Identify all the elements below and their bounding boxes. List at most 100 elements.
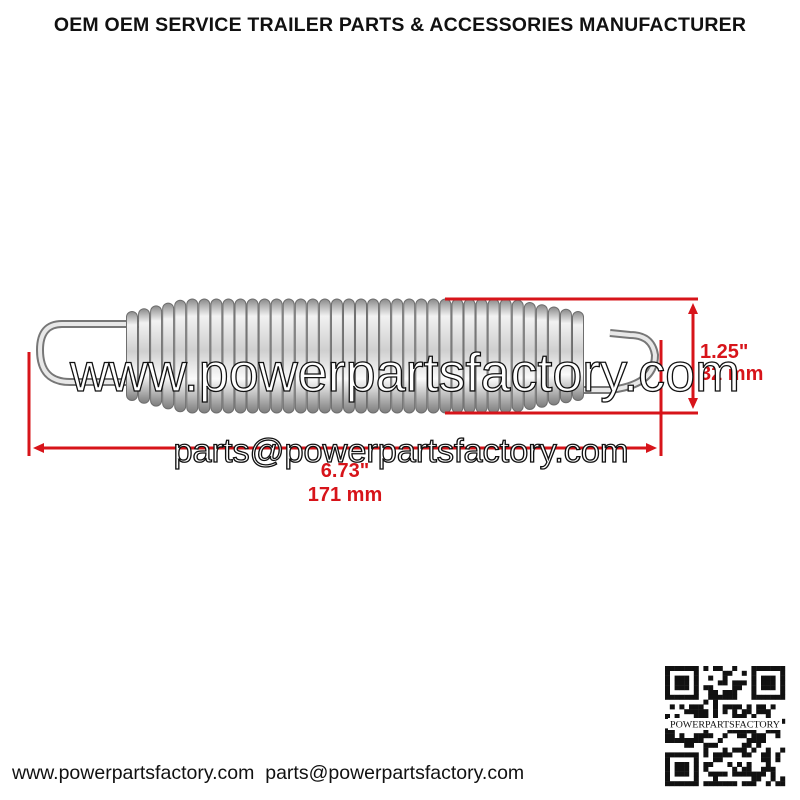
qr-module xyxy=(737,762,742,767)
qr-module xyxy=(693,680,699,686)
qr-module xyxy=(761,680,766,686)
qr-module xyxy=(746,704,752,710)
qr-module xyxy=(737,747,742,753)
qr-module xyxy=(669,704,675,710)
qr-module xyxy=(737,680,742,686)
qr-module xyxy=(775,757,781,763)
qr-module xyxy=(669,752,675,758)
spring-coil xyxy=(234,298,247,414)
qr-module xyxy=(708,771,714,777)
qr-module xyxy=(727,704,733,710)
qr-module xyxy=(684,738,690,743)
spring-coil xyxy=(559,308,572,404)
qr-module xyxy=(765,685,771,691)
qr-module xyxy=(741,709,747,715)
qr-module xyxy=(693,675,699,681)
qr-module xyxy=(679,738,685,743)
qr-module xyxy=(713,690,718,695)
qr-module xyxy=(732,680,738,686)
diameter-mm: 32 mm xyxy=(700,363,763,385)
qr-module xyxy=(679,733,685,739)
qr-module xyxy=(741,742,747,748)
qr-module xyxy=(756,733,762,739)
qr-module xyxy=(717,771,723,777)
qr-module xyxy=(703,714,709,719)
qr-module xyxy=(756,666,762,671)
qr-module xyxy=(684,766,690,772)
qr-module xyxy=(751,776,757,782)
qr-module xyxy=(689,781,694,787)
qr-module xyxy=(665,714,670,719)
qr-module xyxy=(693,714,699,719)
spring-coil xyxy=(355,298,368,414)
dimension-lines xyxy=(27,297,698,456)
qr-module xyxy=(765,694,771,700)
qr-module xyxy=(765,762,771,767)
qr-module xyxy=(780,680,786,686)
qr-module xyxy=(732,714,738,719)
qr-module xyxy=(713,694,718,700)
qr-module xyxy=(684,762,690,767)
qr-module xyxy=(698,714,704,719)
qr-module xyxy=(703,733,709,739)
qr-module xyxy=(770,776,776,782)
qr-module xyxy=(679,771,685,777)
qr-module xyxy=(703,685,709,691)
qr-module xyxy=(732,694,738,700)
qr-module xyxy=(684,742,690,748)
qr-module xyxy=(689,752,694,758)
qr-module xyxy=(722,752,728,758)
qr-module xyxy=(732,771,738,777)
qr-module xyxy=(761,666,766,671)
qr-module xyxy=(717,738,723,743)
qr-module xyxy=(737,685,742,691)
qr-module xyxy=(669,781,675,787)
qr-module xyxy=(770,666,776,671)
spring-coil xyxy=(367,298,380,414)
qr-module xyxy=(665,680,670,686)
spring-coil xyxy=(330,298,343,414)
qr-module xyxy=(665,766,670,772)
spring-coil xyxy=(427,298,440,414)
spring-coil xyxy=(535,304,548,408)
qr-module xyxy=(679,766,685,772)
qr-module xyxy=(751,685,757,691)
qr-module xyxy=(756,776,762,782)
qr-module xyxy=(727,728,733,734)
qr-module xyxy=(751,781,757,787)
qr-module xyxy=(741,728,747,734)
qr-module xyxy=(741,714,747,719)
qr-module xyxy=(775,694,781,700)
qr-module xyxy=(684,666,690,671)
qr-module xyxy=(713,699,718,705)
spring-coil xyxy=(126,311,138,401)
footer-email: parts@powerpartsfactory.com xyxy=(265,762,525,784)
qr-module xyxy=(770,685,776,691)
qr-module xyxy=(746,738,752,743)
spring-coil xyxy=(318,298,331,414)
qr-module xyxy=(722,733,728,739)
qr-module xyxy=(693,762,699,767)
spring-coil xyxy=(403,298,416,414)
qr-module xyxy=(770,694,776,700)
qr-module xyxy=(665,757,670,763)
qr-module xyxy=(765,766,771,772)
qr-module xyxy=(679,666,685,671)
arrow-head-left xyxy=(33,443,44,453)
qr-module xyxy=(703,666,709,671)
qr-module xyxy=(751,690,757,695)
qr-module xyxy=(698,704,704,710)
qr-module xyxy=(765,714,771,719)
qr-module xyxy=(722,771,728,777)
qr-module xyxy=(674,766,680,772)
qr-module xyxy=(775,728,781,734)
spring-coil xyxy=(198,298,211,414)
qr-module xyxy=(679,680,685,686)
qr-module xyxy=(693,690,699,695)
qr-module xyxy=(669,733,675,739)
qr-module xyxy=(684,675,690,681)
qr-module xyxy=(708,733,714,739)
qr-module xyxy=(751,666,757,671)
qr-module xyxy=(693,694,699,700)
qr-module xyxy=(751,694,757,700)
